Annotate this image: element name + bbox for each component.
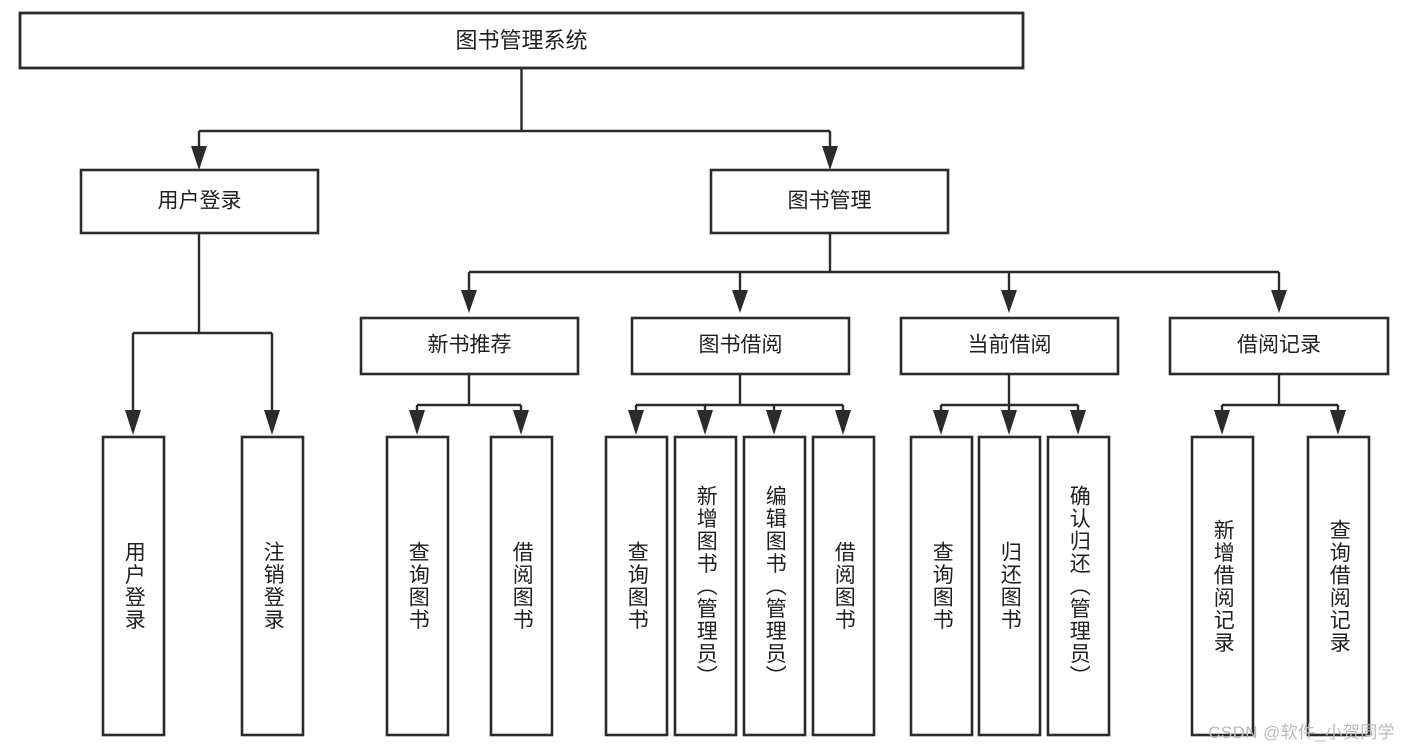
node-label-book-borrow: 图书借阅 (699, 334, 783, 357)
leaf-box-add-book[interactable] (673, 435, 738, 737)
node-root-book-management-system[interactable]: 图书管理系统 (18, 11, 1025, 70)
node-label-book-management: 图书管理 (788, 190, 872, 213)
connector-bookmgmt-to-level3 (461, 233, 1287, 313)
leaf-box-query-book-3[interactable] (909, 435, 974, 737)
leaf-box-query-book-1[interactable] (385, 435, 450, 737)
node-borrow-record[interactable]: 借阅记录 (1168, 316, 1390, 376)
node-label-current-borrow: 当前借阅 (968, 334, 1052, 357)
connector-borrowrecord-to-leaves (1214, 374, 1346, 435)
node-current-borrow[interactable]: 当前借阅 (899, 316, 1120, 376)
leaf-box-confirm-return[interactable] (1046, 435, 1111, 737)
node-label-borrow-record: 借阅记录 (1237, 334, 1321, 357)
connector-currentborrow-to-leaves (933, 374, 1086, 435)
connector-newbook-to-leaves (409, 374, 529, 435)
node-book-borrow[interactable]: 图书借阅 (630, 316, 851, 376)
leaf-box-add-record[interactable] (1190, 435, 1255, 737)
node-new-book-recommend[interactable]: 新书推荐 (359, 316, 580, 376)
connector-userlogin-to-leaves (125, 233, 280, 435)
leaf-boxes (101, 435, 1371, 737)
node-user-login[interactable]: 用户登录 (79, 168, 320, 235)
leaf-box-return-book[interactable] (977, 435, 1042, 737)
leaf-box-borrow-book-1[interactable] (489, 435, 554, 737)
leaf-box-query-book-2[interactable] (604, 435, 669, 737)
leaf-box-borrow-book-2[interactable] (811, 435, 876, 737)
leaf-box-edit-book[interactable] (742, 435, 807, 737)
node-book-management[interactable]: 图书管理 (709, 168, 950, 235)
node-label-user-login: 用户登录 (158, 190, 242, 213)
node-label-root: 图书管理系统 (455, 28, 587, 53)
connector-bookborrow-to-leaves (628, 374, 851, 435)
leaf-box-logout-login[interactable] (240, 435, 305, 737)
connector-root-to-level2 (191, 68, 838, 170)
leaf-box-user-login[interactable] (101, 435, 166, 737)
csdn-watermark: CSDN @软件_小贺同学 (1208, 723, 1395, 742)
node-label-new-book-recommend: 新书推荐 (428, 334, 512, 357)
leaf-box-query-record[interactable] (1306, 435, 1371, 737)
